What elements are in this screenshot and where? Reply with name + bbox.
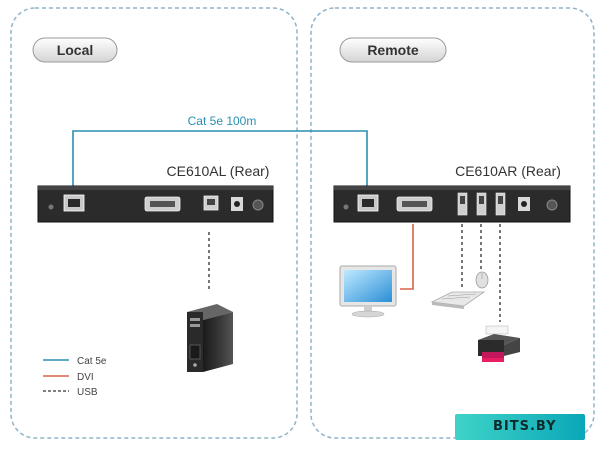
power-switch-icon (546, 199, 558, 211)
local-panel (10, 7, 298, 439)
legend-usb-label: USB (77, 387, 98, 398)
printer-icon (478, 325, 520, 362)
power-switch-icon (252, 199, 264, 211)
monitor-icon (339, 265, 397, 318)
remote-unit-label: CE610AR (Rear) (455, 163, 561, 179)
led-icon (343, 204, 349, 210)
local-unit-label: CE610AL (Rear) (167, 163, 270, 179)
legend-cat5e-label: Cat 5e (77, 356, 107, 367)
remote-label-pill: Remote (339, 37, 447, 63)
mouse-icon (475, 271, 489, 289)
dvi-cable (400, 224, 414, 290)
ce610ar-rear-unit (333, 185, 571, 223)
local-label-pill: Local (32, 37, 118, 63)
computer-tower-icon (187, 304, 233, 372)
local-label: Local (57, 42, 94, 58)
watermark-text: BITS.BY (493, 419, 557, 434)
led-icon (48, 204, 54, 210)
legend: Cat 5e DVI USB (43, 356, 107, 398)
cat5e-cable (72, 130, 368, 193)
keyboard-icon (430, 291, 486, 309)
legend-dvi-label: DVI (77, 372, 94, 383)
cable-label: Cat 5e 100m (188, 114, 257, 128)
remote-label: Remote (367, 42, 419, 58)
remote-panel (310, 7, 595, 439)
ce610al-rear-unit (37, 185, 274, 223)
watermark: BITS.BY (455, 414, 585, 440)
